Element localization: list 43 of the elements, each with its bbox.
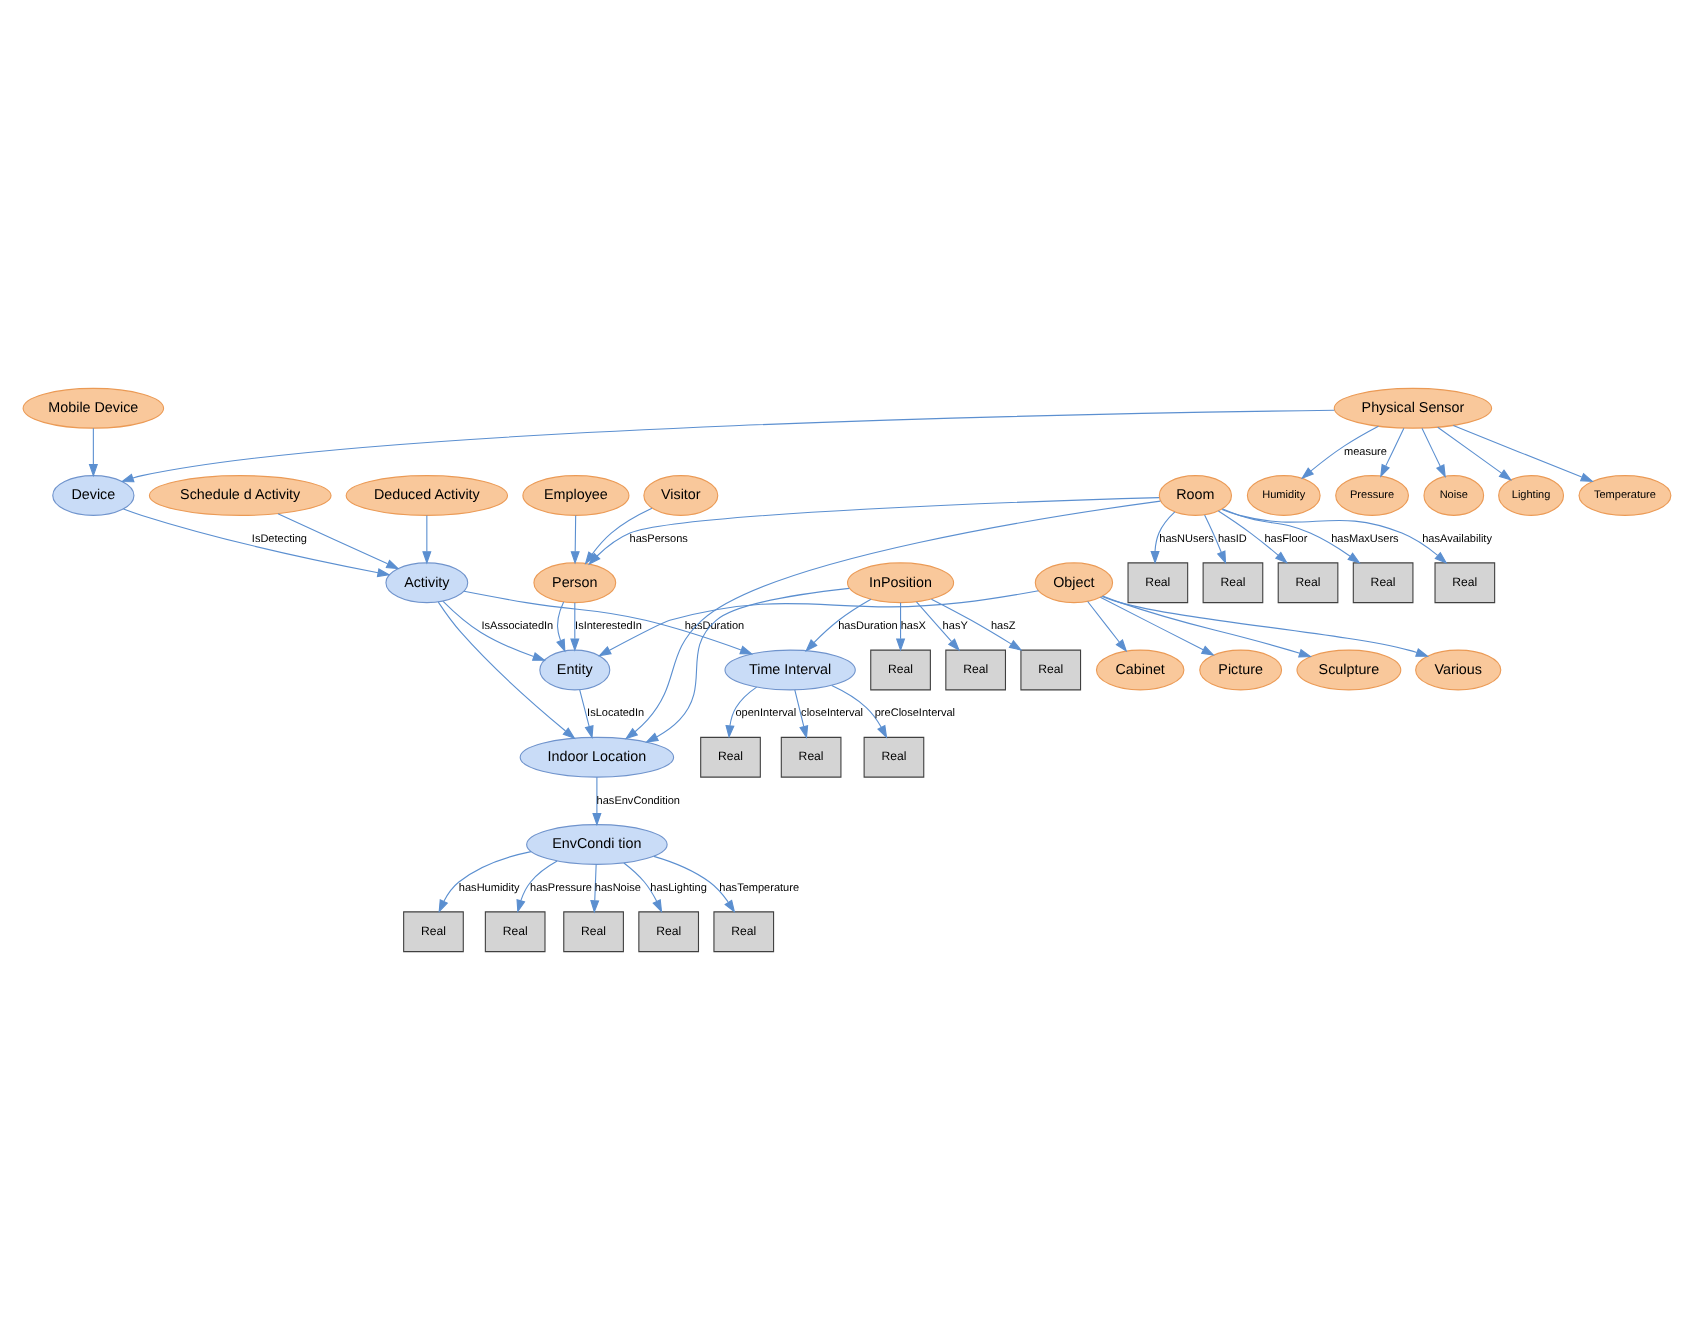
arrow [422, 513, 432, 564]
arrow [88, 426, 98, 477]
arrow [831, 683, 888, 738]
arrow [653, 854, 736, 913]
arrow [794, 688, 809, 738]
arrow [579, 688, 594, 738]
arrow [1099, 595, 1215, 655]
arrow [442, 599, 546, 660]
arrow [805, 597, 872, 651]
arrow [1421, 426, 1446, 477]
arrow [1102, 594, 1313, 657]
arrow [915, 600, 961, 651]
arrow [598, 589, 1040, 656]
arrow [1087, 599, 1128, 652]
arrow [1437, 425, 1512, 480]
arrow [570, 601, 580, 651]
arrow [1221, 507, 1448, 563]
arrow [895, 601, 906, 651]
arrow [1150, 510, 1176, 564]
arrow [516, 859, 558, 913]
arrow [590, 862, 600, 913]
arrow [1452, 424, 1594, 481]
arrow [645, 586, 850, 742]
arrow [1101, 594, 1430, 656]
arrow [623, 861, 663, 912]
arrow [725, 685, 758, 738]
arrow [1217, 509, 1288, 563]
arrow [930, 597, 1023, 650]
arrow [588, 496, 1160, 565]
arrow [463, 589, 754, 654]
arrow [1380, 426, 1405, 477]
arrow [120, 408, 1335, 482]
arrow [1222, 507, 1361, 563]
arrow [556, 600, 566, 652]
arrow [570, 513, 580, 564]
arrow [438, 850, 532, 913]
arrow [624, 499, 1161, 739]
arrow [592, 775, 602, 826]
arrow [277, 512, 400, 569]
arrow [1300, 424, 1379, 479]
arrow [437, 600, 576, 739]
arrow [1204, 513, 1227, 564]
arrow [122, 507, 391, 577]
